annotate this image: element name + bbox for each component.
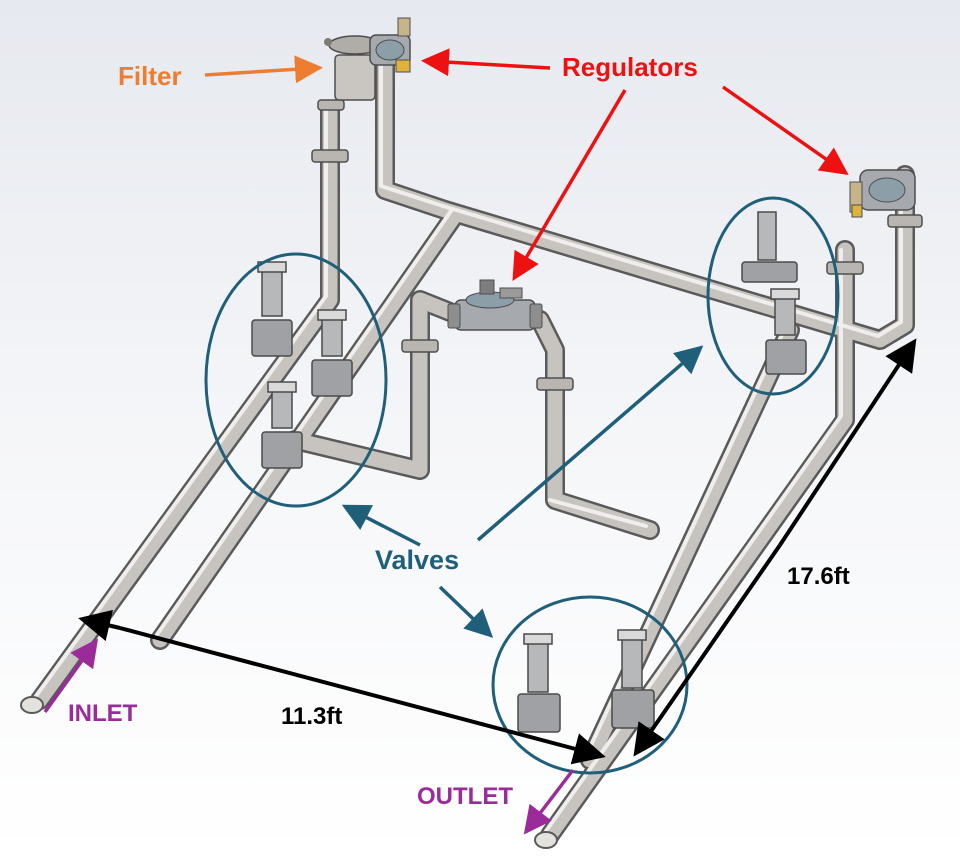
regulator-middle (447, 279, 543, 331)
width-dimension-label: 11.3ft (281, 703, 342, 730)
valve-right-2 (765, 288, 807, 375)
valve-bottom-2 (611, 629, 655, 729)
regulator-arrow-right (721, 85, 849, 176)
regulator-top-left (369, 17, 411, 73)
width-arrow-start (78, 609, 121, 642)
inlet-pipe-end (20, 696, 44, 714)
filter-label: Filter (118, 61, 182, 91)
filter-assembly (324, 35, 382, 101)
regulator-arrow-left (421, 48, 551, 77)
valve-left-2 (311, 309, 353, 397)
regulators-label: Regulators (562, 52, 698, 82)
valves-label: Valves (375, 545, 459, 575)
valve-left-3 (261, 381, 303, 469)
dimension-arrows (78, 338, 917, 765)
valve-group-left (204, 252, 388, 508)
pipe-flanges (311, 99, 923, 391)
outlet-label: OUTLET (417, 783, 513, 810)
valve-group-right (706, 196, 840, 396)
valve-actuators (251, 211, 807, 733)
valve-arrow-left (341, 504, 421, 547)
inlet-arrow (43, 638, 99, 714)
valve-left-1 (251, 261, 293, 357)
valve-right-1 (741, 211, 798, 283)
valve-bottom-1 (517, 633, 561, 733)
filter-arrow (204, 55, 323, 84)
length-arrow-start (633, 543, 782, 757)
callout-arrows (43, 48, 849, 835)
regulator-right (849, 169, 916, 218)
width-arrow-end (119, 626, 606, 765)
outlet-arrow (523, 768, 575, 835)
valve-group-bottom (491, 595, 689, 775)
valve-group-ellipses (204, 196, 840, 775)
length-dimension-label: 17.6ft (787, 563, 850, 590)
valve-arrow-bottom (438, 585, 494, 638)
outlet-pipe-end (534, 831, 558, 849)
length-arrow-end (778, 338, 917, 547)
valve-arrow-right (476, 345, 704, 542)
regulator-arrow-middle (512, 89, 627, 282)
inlet-label: INLET (68, 700, 138, 727)
